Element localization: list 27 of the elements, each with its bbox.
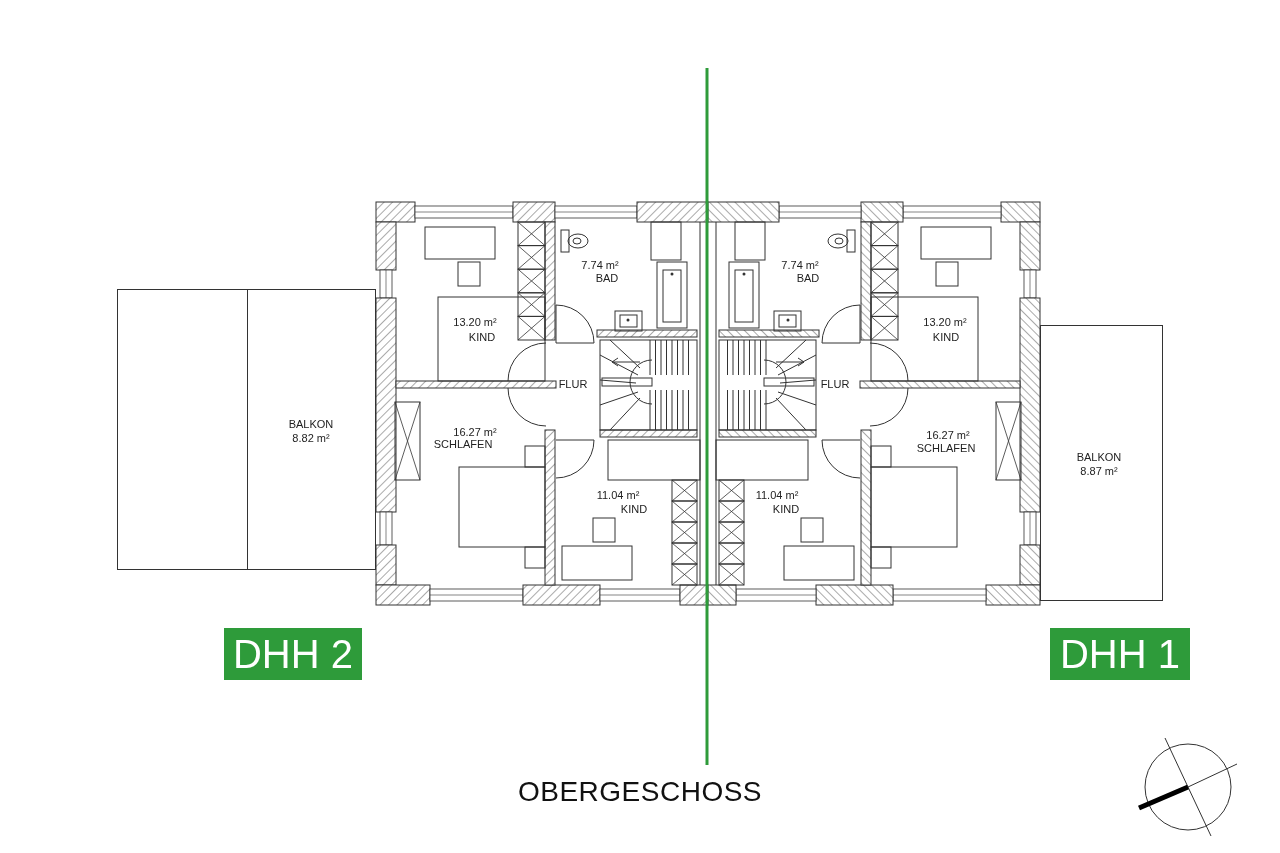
room-label: 11.04 m² [755,489,799,501]
room-label: 11.04 m² [596,489,640,501]
room-label: BAD [796,272,820,284]
room-label: KIND [932,331,960,343]
room-label: BALKON [1076,451,1122,463]
room-label: SCHLAFEN [433,438,493,450]
balcony-area [1040,325,1163,601]
room-label: KIND [468,331,496,343]
room-label: BAD [595,272,619,284]
unit-label: DHH 2 [224,628,362,680]
room-label: 13.20 m² [923,316,967,328]
room-label: FLUR [558,378,588,390]
unit-label: DHH 1 [1050,628,1190,680]
room-label: FLUR [820,378,850,390]
room-label: 8.82 m² [292,432,330,443]
room-label: BALKON [288,418,334,429]
room-label: KIND [772,503,800,515]
balcony-area [117,289,376,570]
room-label: 7.74 m² [781,259,819,271]
plan-title: OBERGESCHOSS [517,776,763,808]
room-label: 8.87 m² [1080,465,1118,477]
room-label: SCHLAFEN [916,442,976,454]
room-label: KIND [620,503,648,515]
room-label: 13.20 m² [453,316,497,328]
room-label: 16.27 m² [926,429,970,441]
room-label: 7.74 m² [581,259,619,271]
room-label: 16.27 m² [453,426,497,438]
